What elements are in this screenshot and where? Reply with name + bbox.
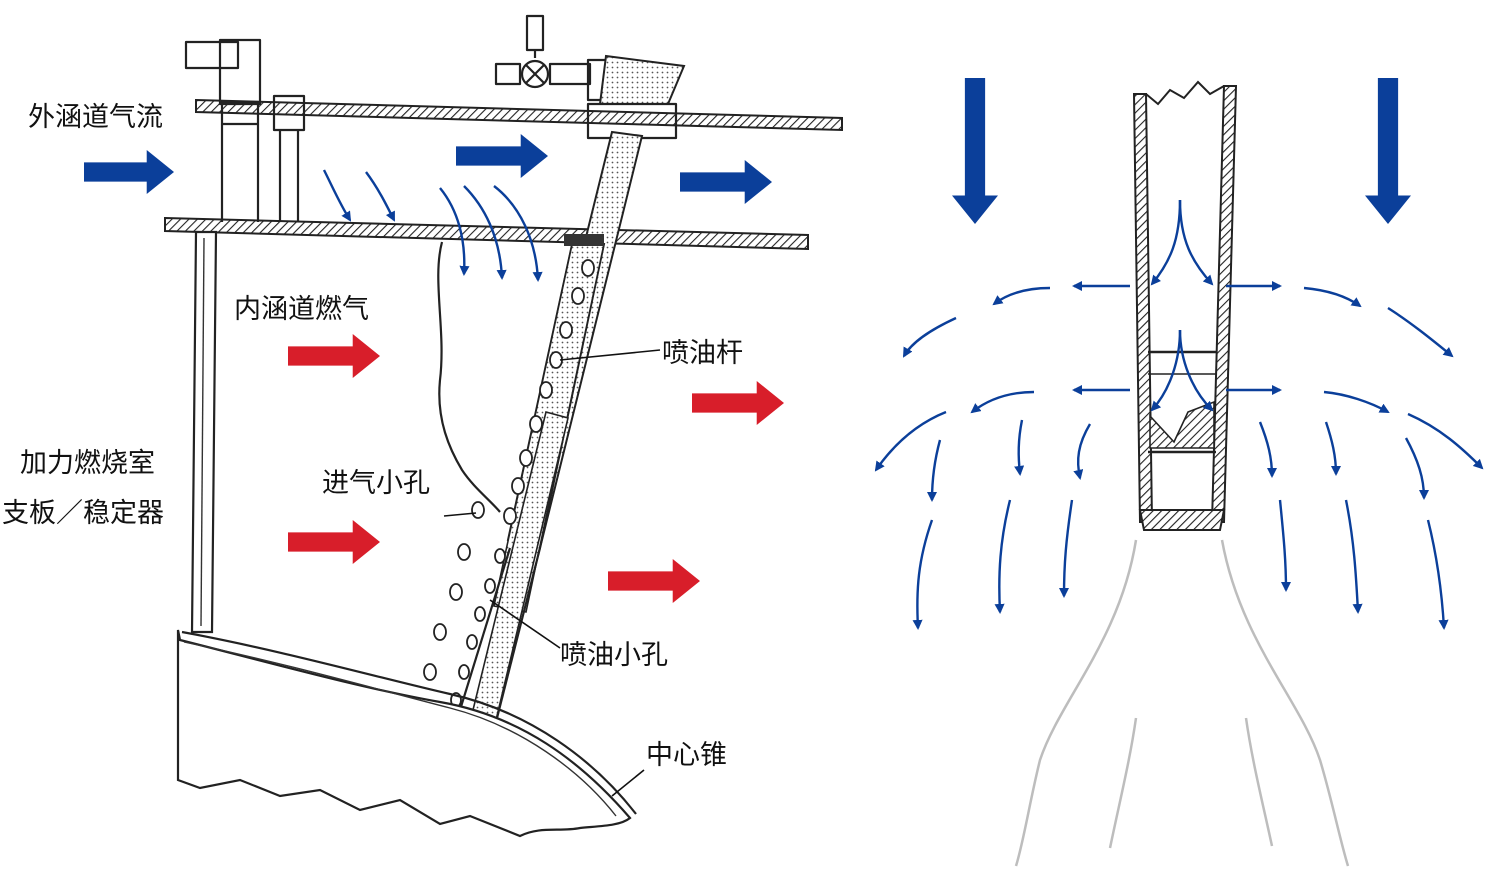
strut-body xyxy=(190,230,218,634)
label-afterburner: 加力燃烧室 xyxy=(20,448,155,479)
label-bypass-airflow: 外涵道气流 xyxy=(28,102,163,133)
stabilizer-outline xyxy=(437,241,501,513)
fuel-spray-bar xyxy=(458,130,644,723)
flow-arrow-icon-left-3 xyxy=(439,187,470,277)
flow-arrow-icon-right-18 xyxy=(912,519,934,631)
flow-arrow-icon-right-1 xyxy=(1150,199,1182,286)
flow-arrow-icon-right-25 xyxy=(1324,421,1342,477)
air-down-arrow-icon-2 xyxy=(1365,78,1411,224)
tube-bottom xyxy=(1138,509,1226,531)
left-labels: 外涵道气流 内涵道燃气 喷油杆 加力燃烧室 支板／稳定器 进气小孔 喷油小孔 中… xyxy=(2,102,743,771)
center-cone xyxy=(176,629,637,838)
fuel-holes xyxy=(423,259,595,708)
flow-arrow-icon-right-15 xyxy=(1323,390,1390,414)
flow-arrow-icon-left-4 xyxy=(463,185,507,281)
leader-fuel-hole xyxy=(489,599,561,649)
splitter-wall xyxy=(164,216,809,251)
flow-arrow-icon-right-10 xyxy=(902,316,957,358)
flow-arrow-icon-right-16 xyxy=(1407,412,1484,470)
label-fuel-bar: 喷油杆 xyxy=(662,338,743,369)
flow-arrow-icon-left-5 xyxy=(493,185,543,283)
flow-arrow-icon-right-19 xyxy=(1014,419,1025,477)
leader-inlet-hole xyxy=(443,512,477,517)
fuel-fitting-left xyxy=(184,38,306,222)
tube-right-wall xyxy=(1210,85,1238,523)
tube-left-wall xyxy=(1132,93,1154,523)
fuel-valve-fitting xyxy=(494,14,686,140)
air-down-arrow-icon-1 xyxy=(952,78,998,224)
flow-arrow-icon-left-1 xyxy=(322,169,352,222)
right-flow-arrows xyxy=(874,78,1484,631)
flow-arrow-icon-left-2 xyxy=(365,171,396,222)
flow-arrow-icon-right-4 xyxy=(1178,329,1214,412)
flow-arrow-icon-right-24 xyxy=(1278,499,1292,593)
label-core-gas: 内涵道燃气 xyxy=(234,294,369,325)
afterburner-mechanism xyxy=(164,14,843,838)
flow-arrow-icon-right-26 xyxy=(1344,499,1363,615)
flow-arrow-icon-right-28 xyxy=(1426,519,1449,631)
spray-plume xyxy=(1014,539,1350,867)
left-flow-arrows xyxy=(322,169,543,283)
label-inlet-hole: 进气小孔 xyxy=(322,468,430,499)
flow-arrow-icon-right-9 xyxy=(992,286,1051,306)
gas-right-arrow-icon-7 xyxy=(608,559,700,603)
air-right-arrow-icon-2 xyxy=(456,134,548,178)
outer-duct-wall xyxy=(195,98,843,132)
tube-broken-top xyxy=(1145,80,1225,106)
flow-arrow-icon-right-14 xyxy=(1387,306,1454,358)
label-strut-stabilizer: 支板／稳定器 xyxy=(2,498,164,529)
gas-right-arrow-icon-5 xyxy=(692,381,784,425)
flow-arrow-icon-right-17 xyxy=(926,439,942,503)
flow-arrow-icon-right-20 xyxy=(994,499,1012,615)
air-right-arrow-icon-3 xyxy=(680,160,772,204)
label-fuel-hole: 喷油小孔 xyxy=(560,640,668,671)
label-center-cone: 中心锥 xyxy=(646,740,727,771)
gas-right-arrow-icon-4 xyxy=(288,334,380,378)
flow-arrow-icon-right-21 xyxy=(1073,423,1092,480)
flow-arrow-icon-right-13 xyxy=(1303,286,1362,308)
flow-arrow-icon-right-12 xyxy=(874,410,947,472)
flow-arrow-icon-right-11 xyxy=(970,390,1035,414)
block-arrows xyxy=(84,134,784,603)
flow-arrow-icon-right-22 xyxy=(1058,499,1074,599)
air-right-arrow-icon-1 xyxy=(84,150,174,194)
flow-arrow-icon-right-23 xyxy=(1258,421,1278,479)
leader-fuel-bar xyxy=(559,349,661,361)
leader-center-cone xyxy=(611,769,645,797)
cross-section xyxy=(1014,80,1350,867)
flow-arrow-icon-right-27 xyxy=(1404,437,1430,501)
gas-right-arrow-icon-6 xyxy=(288,520,380,564)
flow-arrow-icon-right-2 xyxy=(1178,199,1214,286)
flow-arrow-icon-right-3 xyxy=(1150,329,1182,412)
